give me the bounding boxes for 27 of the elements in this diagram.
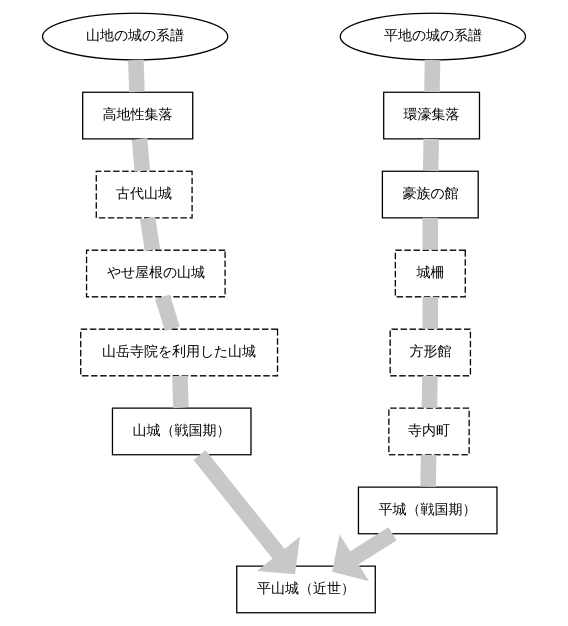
connector: [128, 60, 145, 92]
node-box: 寺内町: [388, 408, 470, 456]
node-box: 城柵: [394, 250, 466, 298]
connector: [132, 138, 150, 172]
node-box: 環濠集落: [383, 92, 480, 140]
node-box: 方形館: [390, 328, 472, 376]
node-ellipse: 山地の城の系譜: [42, 12, 228, 61]
node-box: 古代山城: [96, 170, 193, 218]
connector: [422, 296, 438, 329]
connector: [420, 454, 436, 487]
node-box: 高地性集落: [82, 92, 194, 140]
node-box: 平山城（近世）: [236, 565, 376, 614]
connector: [155, 294, 180, 332]
connector: [422, 138, 439, 172]
node-box: 豪族の館: [382, 170, 479, 218]
node-ellipse: 平地の城の系譜: [340, 12, 526, 61]
arrow: [332, 527, 397, 582]
node-box: やせ屋根の山城: [86, 250, 226, 298]
connector: [172, 376, 189, 408]
arrow: [193, 450, 300, 574]
connector: [422, 376, 438, 408]
connector: [424, 60, 440, 92]
node-box: 平城（戦国期）: [358, 486, 498, 534]
connector: [422, 218, 438, 250]
node-box: 山岳寺院を利用した山城: [80, 328, 278, 376]
connector: [140, 216, 160, 252]
node-box: 山城（戦国期）: [112, 408, 252, 456]
